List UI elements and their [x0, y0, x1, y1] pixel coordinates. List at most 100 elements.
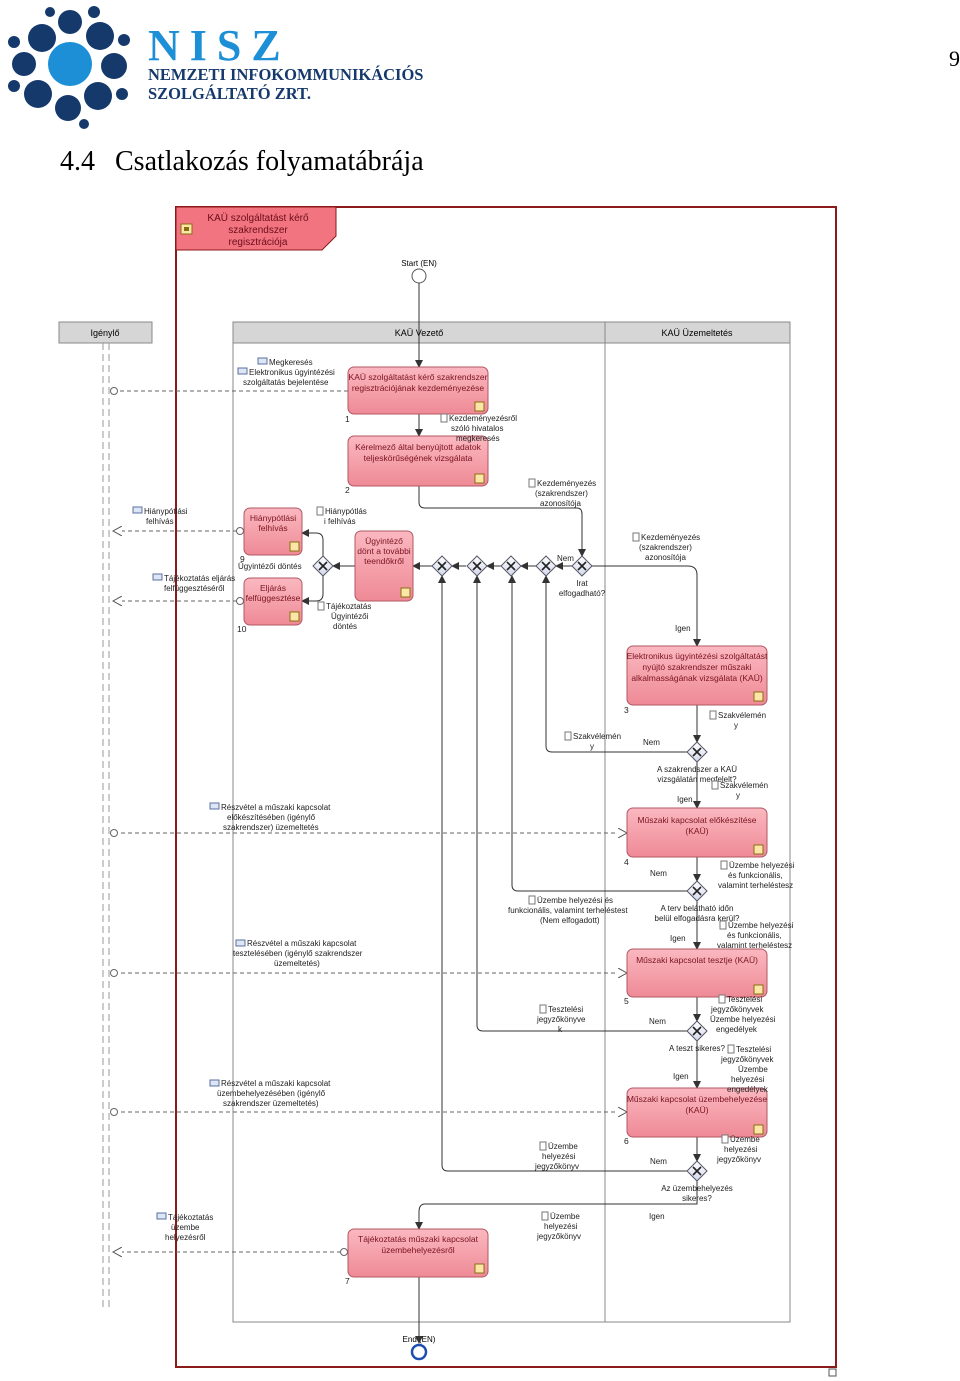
document-text: Üzembe: [738, 1065, 768, 1074]
document-text: azonosítója: [540, 499, 581, 508]
document-icon: [727, 1044, 735, 1054]
document-text: jegyzőkönyv: [716, 1155, 761, 1164]
document-text: jegyzőkönyv: [534, 1162, 579, 1171]
gateway-question: sikeres?: [682, 1194, 712, 1203]
document-icon: [711, 780, 719, 790]
document-text: y: [734, 721, 738, 730]
task-icon: [289, 611, 300, 622]
document-text: döntés: [333, 622, 357, 631]
document-text: Üzembe: [730, 1135, 760, 1144]
document-text: engedélyek: [727, 1085, 769, 1094]
task-icon: [753, 844, 764, 855]
envelope-icon: [237, 367, 248, 375]
document-text: y: [736, 791, 740, 800]
task-text: nyújtó szakrendszer műszaki: [642, 662, 751, 672]
task-box: [626, 807, 768, 858]
message-text: szolgáltatás bejelentése: [243, 378, 329, 387]
flow-label-no: Nem: [650, 1157, 667, 1166]
org-name-line1: NEMZETI INFOKOMMUNIKÁCIÓS: [148, 65, 424, 84]
document-icon: [721, 1134, 729, 1144]
lane-header-applicant: [58, 321, 153, 344]
document-icon: [719, 920, 727, 930]
task-text: Műszaki kapcsolat üzembehelyezése: [627, 1094, 768, 1104]
message-text: szakrendszer) üzemeltetés: [223, 823, 319, 832]
logo-dots-icon: [8, 6, 130, 129]
document-text: engedélyek: [716, 1025, 758, 1034]
nisz-logo: [8, 6, 130, 129]
flow-label-yes: Igen: [649, 1212, 665, 1221]
start-label: Start (EN): [401, 259, 437, 268]
document-text: Ügyintézői: [331, 612, 369, 621]
task-text: Műszaki kapcsolat tesztje (KAÜ): [636, 955, 758, 965]
gateway-question: Az üzembehelyezés: [661, 1184, 733, 1193]
flow-label-no: Nem: [557, 554, 574, 563]
document-text: Hiánypótlás: [325, 507, 367, 516]
message-text: Hiánypótlási: [144, 507, 188, 516]
message-text: előkészítésében (igénylő: [227, 813, 316, 822]
task-icons: [289, 401, 764, 1274]
task-text: (KAÜ): [685, 1105, 708, 1115]
message-text: Részvétel a műszaki kapcsolat: [221, 1079, 331, 1088]
document-text: Kezdeményezés: [641, 533, 700, 542]
title-line: regisztrációja: [229, 237, 288, 248]
document-text: azonosítója: [645, 553, 686, 562]
document-icon: [316, 506, 324, 516]
document-icon: [709, 710, 717, 720]
document-icons: [316, 413, 735, 1221]
diagram-title: KAÜ szolgáltatást kérő szakrendszer regi…: [207, 212, 309, 248]
task-icon: [474, 1263, 485, 1274]
document-text: Üzembe helyezési: [728, 921, 794, 930]
task-number: 2: [345, 485, 350, 495]
document-text: helyezési: [731, 1075, 765, 1084]
document-text: megkeresés: [456, 434, 500, 443]
task-text: felfüggesztése: [246, 593, 301, 603]
task-number: 10: [237, 624, 247, 634]
task-numbers: 1 2 3 4 5 6 7 9 10: [237, 414, 629, 1286]
end-event: [410, 1343, 428, 1361]
document-text: Szakvélemén: [573, 732, 621, 741]
document-text: Ügyintézői döntés: [238, 562, 302, 571]
message-text: üzemeltetés): [274, 959, 320, 968]
task-box: [347, 366, 489, 415]
document-text: Kezdeményezés: [537, 479, 596, 488]
task-text: teljeskörűségének vizsgálata: [364, 453, 473, 463]
task-number: 1: [345, 414, 350, 424]
flow-label-yes: Igen: [673, 1072, 689, 1081]
document-icon: [718, 994, 726, 1004]
document-text: Kezdeményezésről: [449, 414, 517, 423]
document-icon: [632, 532, 640, 542]
envelope-icon: [156, 1212, 167, 1220]
message-text: üzembe: [171, 1223, 200, 1232]
document-icon: [317, 601, 325, 611]
task-number: 3: [624, 705, 629, 715]
message-text: felhívás: [146, 517, 174, 526]
flow-labels: Nem Igen Nem Igen Nem Igen Nem Igen Nem …: [557, 554, 693, 1221]
document-text: (Nem elfogadott): [540, 916, 600, 925]
flow-label-no: Nem: [643, 738, 660, 747]
document-text: jegyzőkönyv: [536, 1232, 581, 1241]
message-endpoints: [110, 387, 348, 1256]
document-text: helyezési: [542, 1152, 576, 1161]
document-icon: [541, 1211, 549, 1221]
task-text: üzembehelyezésről: [381, 1245, 454, 1255]
document-text: Tájékoztatás: [326, 602, 371, 611]
task-icon: [753, 691, 764, 702]
document-text: és funkcionális,: [727, 931, 782, 940]
document-text: funkcionális, valamint terheléstest: [508, 906, 628, 915]
document-text: Üzembe: [550, 1212, 580, 1221]
task-text: dönt a további: [357, 546, 411, 556]
document-text: helyezési: [724, 1145, 758, 1154]
document-icon: [528, 478, 536, 488]
flow-label-no: Nem: [650, 869, 667, 878]
task-icon: [474, 473, 485, 484]
document-icon: [720, 860, 728, 870]
envelope-icon: [152, 573, 163, 581]
task-text: Hiánypótlási: [250, 513, 296, 523]
task-icon: [400, 587, 411, 598]
title-line: szakrendszer: [228, 225, 288, 236]
task-text: Tájékoztatás műszaki kapcsolat: [358, 1234, 479, 1244]
envelope-icon: [132, 506, 143, 514]
envelope-icon: [209, 1079, 220, 1087]
logo-wordmark: NISZ: [148, 21, 291, 70]
